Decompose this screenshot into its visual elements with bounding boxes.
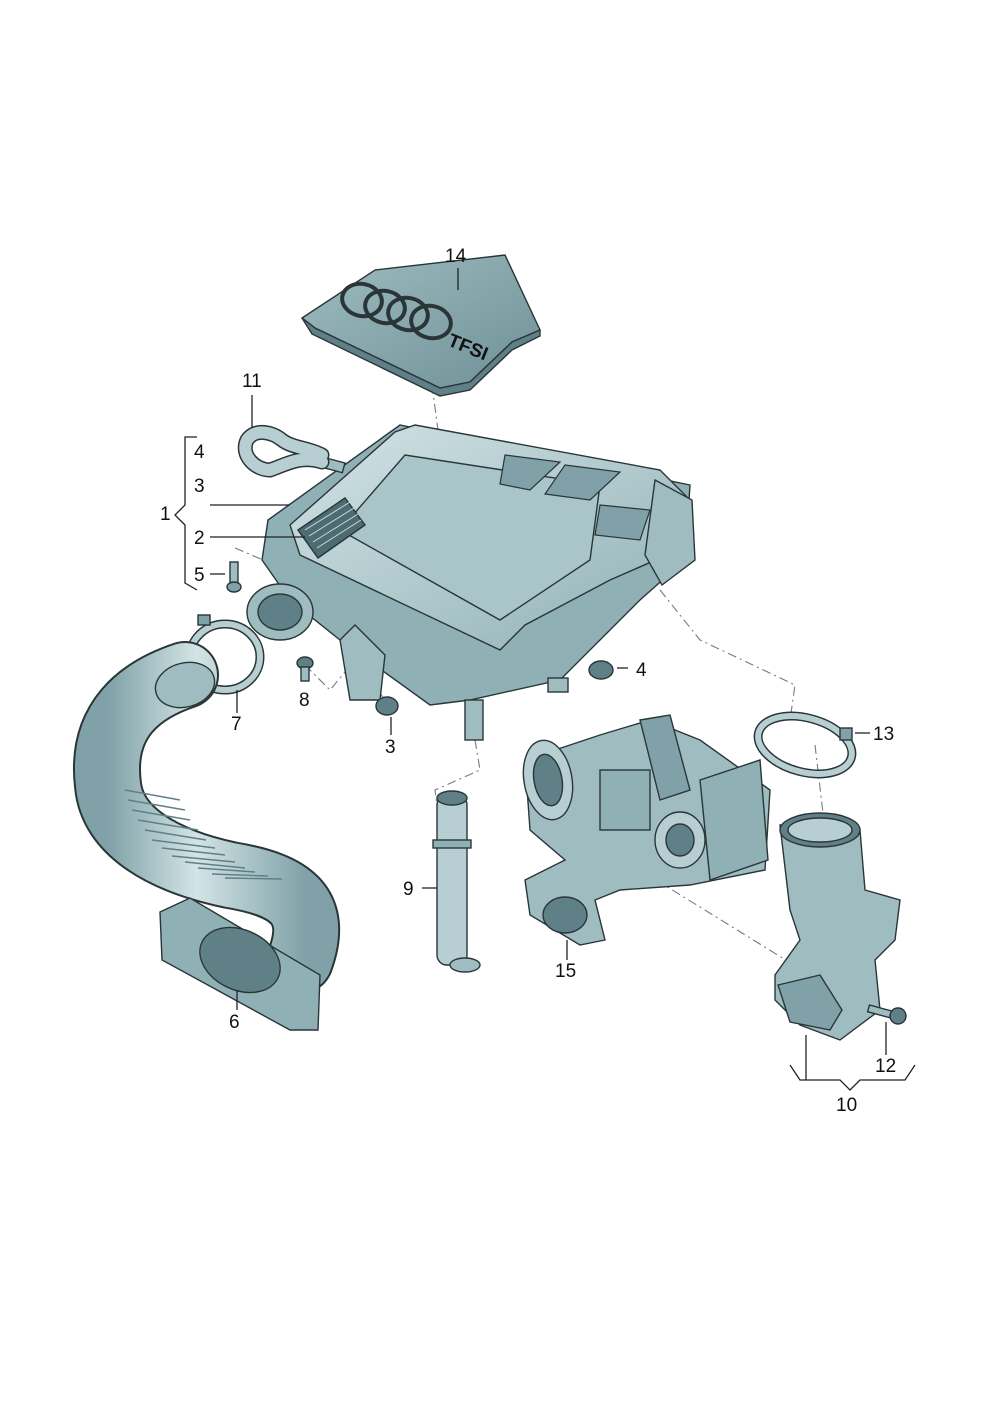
screw-part-8 [296,656,314,682]
screw-part-5 [226,561,242,593]
engine-cover-part: TFSI [300,254,541,397]
connector-pipe-part-10 [774,812,901,1041]
callout-4-upper: 4 [194,442,205,463]
callout-8: 8 [299,690,310,711]
callout-3-upper: 3 [194,476,205,497]
throttle-valve-part-15 [522,714,771,946]
callout-12: 12 [875,1056,896,1077]
callout-14: 14 [445,246,467,267]
intake-hose-part-6 [73,641,341,1031]
breather-hose-part [237,425,330,478]
callout-9: 9 [403,879,414,900]
callout-7: 7 [231,714,242,735]
grommet-part-4 [588,660,614,680]
callout-6: 6 [229,1012,240,1033]
dash-box-to-clamp [659,589,796,721]
four-rings-logo [340,281,453,341]
dash-screw5 [234,547,276,566]
callout-11: 11 [242,371,262,392]
callout-labels: 14 11 4 3 1 2 5 4 7 8 3 13 9 15 6 12 10 [160,246,896,1116]
leader-lines [174,268,916,1091]
hose-clamp-part-13 [753,711,857,779]
dash-cover-to-box [431,384,453,536]
callout-13: 13 [873,724,894,745]
dash-throttle-to-bolt [639,869,871,1013]
air-filter-housing-part [246,424,696,741]
callout-2: 2 [194,528,205,549]
filter-element [297,497,366,559]
drain-tube-part-9 [432,790,481,973]
callout-3-lower: 3 [385,737,396,758]
bolt-part-12 [866,1004,907,1025]
callout-15: 15 [555,961,576,982]
callout-10: 10 [836,1095,857,1116]
grommet-part-3 [375,696,399,716]
callout-4-lower: 4 [636,660,647,681]
callout-1: 1 [160,504,171,525]
callout-5: 5 [194,565,205,586]
